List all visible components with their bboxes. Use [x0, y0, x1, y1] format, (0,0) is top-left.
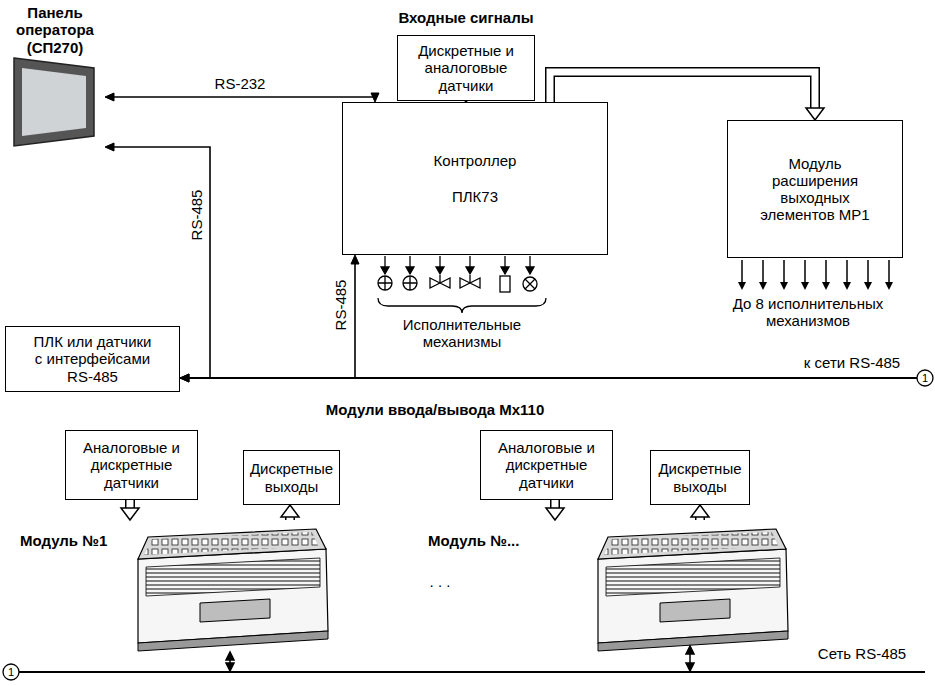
process-box: Аналоговые и дискретные датчики	[65, 430, 198, 500]
connector	[180, 255, 359, 382]
figure-node: Модуль №1	[20, 520, 340, 665]
rs485-bus	[3, 370, 933, 680]
connector	[105, 93, 379, 102]
process-box: ПЛК или датчики с интерфейсами RS-485	[5, 326, 180, 392]
ellipsis: . . .	[430, 573, 451, 590]
process-box: Аналоговые и дискретные датчики	[480, 430, 613, 500]
io-module	[138, 529, 328, 651]
callout-number: 1	[922, 372, 928, 385]
box-text: Дискретные выходы	[656, 460, 744, 495]
box-text: Аналоговые и дискретные датчики	[71, 439, 192, 491]
process-box: КонтроллерПЛК73	[342, 102, 608, 255]
process-box: Дискретные выходы	[243, 450, 340, 505]
box-text: Аналоговые и дискретные датчики	[486, 439, 607, 491]
group-label: До 8 исполнительных механизмов	[721, 295, 896, 330]
interface-label: RS-485	[332, 280, 349, 331]
section-heading: Модули ввода/вывода Мх110	[326, 401, 545, 418]
box-text: ПЛК73	[452, 188, 498, 205]
box-text: Модуль расширения выходных элементов МР1	[760, 155, 870, 224]
process-box: Дискретные и аналоговые датчики	[397, 35, 535, 101]
interface-label: RS-232	[213, 75, 268, 92]
box-text: Дискретные выходы	[249, 460, 334, 495]
mp1-output-arrows	[738, 260, 893, 290]
connector	[121, 500, 139, 520]
connector	[546, 500, 564, 520]
operator-panel	[14, 58, 94, 146]
process-box: Модуль расширения выходных элементов МР1	[727, 120, 903, 258]
figure-node: Панель оператора (СП270)	[5, 4, 105, 154]
interface-label: RS-485	[188, 190, 205, 241]
connector	[691, 505, 709, 520]
node-heading: Модуль №...	[428, 532, 538, 549]
io-module	[598, 529, 788, 651]
box-text: Контроллер	[434, 152, 517, 169]
callout-number: 1	[8, 666, 14, 679]
figure-node: Модуль №...	[425, 520, 795, 665]
box-text: ПЛК или датчики с интерфейсами RS-485	[33, 333, 153, 385]
node-heading: Модуль №1	[20, 532, 125, 549]
connector	[281, 505, 299, 520]
diagram-title: Входные сигналы	[398, 9, 533, 26]
box-text: Дискретные и аналоговые датчики	[404, 42, 528, 94]
module-bus-arrows	[226, 646, 694, 671]
bus-label: к сети RS-485	[804, 354, 900, 371]
actuator-symbols	[378, 256, 546, 313]
node-heading: Панель оператора (СП270)	[5, 4, 105, 56]
process-box: Дискретные выходы	[650, 450, 750, 505]
bus-label: Сеть RS-485	[818, 645, 906, 662]
group-label: Исполнительные механизмы	[397, 316, 527, 351]
